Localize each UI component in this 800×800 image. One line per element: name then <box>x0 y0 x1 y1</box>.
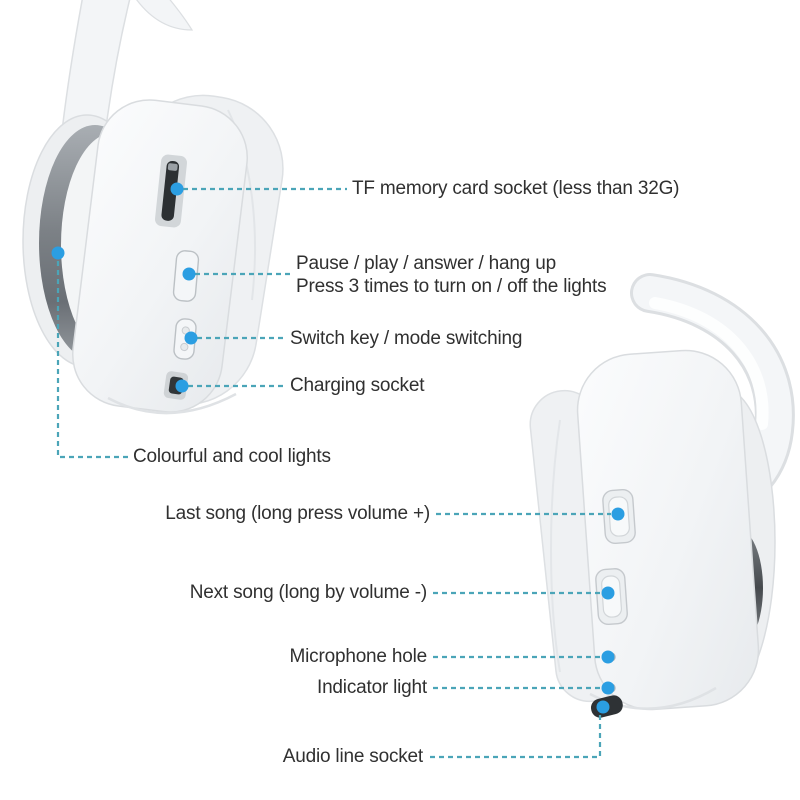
right-cushion-stitch <box>550 419 561 673</box>
label-switch-key: Switch key / mode switching <box>290 328 523 349</box>
leader-dot-switch-key <box>184 331 198 345</box>
label-charging-socket: Charging socket <box>290 375 425 396</box>
label-pause-play-line1: Pause / play / answer / hang up <box>296 253 556 274</box>
label-last-song: Last song (long press volume +) <box>165 503 430 524</box>
label-audio-socket: Audio line socket <box>282 746 423 767</box>
leader-dot-next-song <box>601 586 615 600</box>
leader-audio-socket <box>430 715 602 759</box>
left-cup-bottom-seam <box>107 392 237 415</box>
left-ear-cup <box>71 99 249 413</box>
leader-dot-microphone <box>601 650 615 664</box>
leader-lights <box>56 261 128 459</box>
label-tf-socket: TF memory card socket (less than 32G) <box>352 178 680 199</box>
label-lights: Colourful and cool lights <box>133 446 331 467</box>
leader-dot-audio-socket <box>596 700 610 714</box>
right-headband-highlight <box>649 297 769 430</box>
leader-dot-last-song <box>611 507 625 521</box>
leader-dot-tf-socket <box>170 182 184 196</box>
leader-dot-lights <box>51 246 65 260</box>
label-microphone: Microphone hole <box>289 646 428 667</box>
leader-dot-charging-socket <box>175 379 189 393</box>
label-pause-play: Pause / play / answer / hang up Press 3 … <box>296 252 607 298</box>
mode-switch-dot-top <box>181 326 190 335</box>
label-pause-play-line2: Press 3 times to turn on / off the light… <box>296 276 607 297</box>
label-next-song: Next song (long by volume -) <box>189 582 427 603</box>
tf-card-socket <box>155 154 187 228</box>
label-indicator: Indicator light <box>316 677 427 698</box>
leader-dot-indicator <box>601 681 615 695</box>
mode-switch-dot-bottom <box>180 342 189 352</box>
tf-socket-spring <box>167 163 178 171</box>
right-headphone-view <box>529 273 795 718</box>
tf-socket-slot <box>161 160 180 221</box>
left-headphone-view <box>22 0 284 415</box>
annotation-leaders <box>51 182 625 759</box>
leader-dot-pause-play <box>182 267 196 281</box>
left-headband-top-flare <box>136 0 194 31</box>
